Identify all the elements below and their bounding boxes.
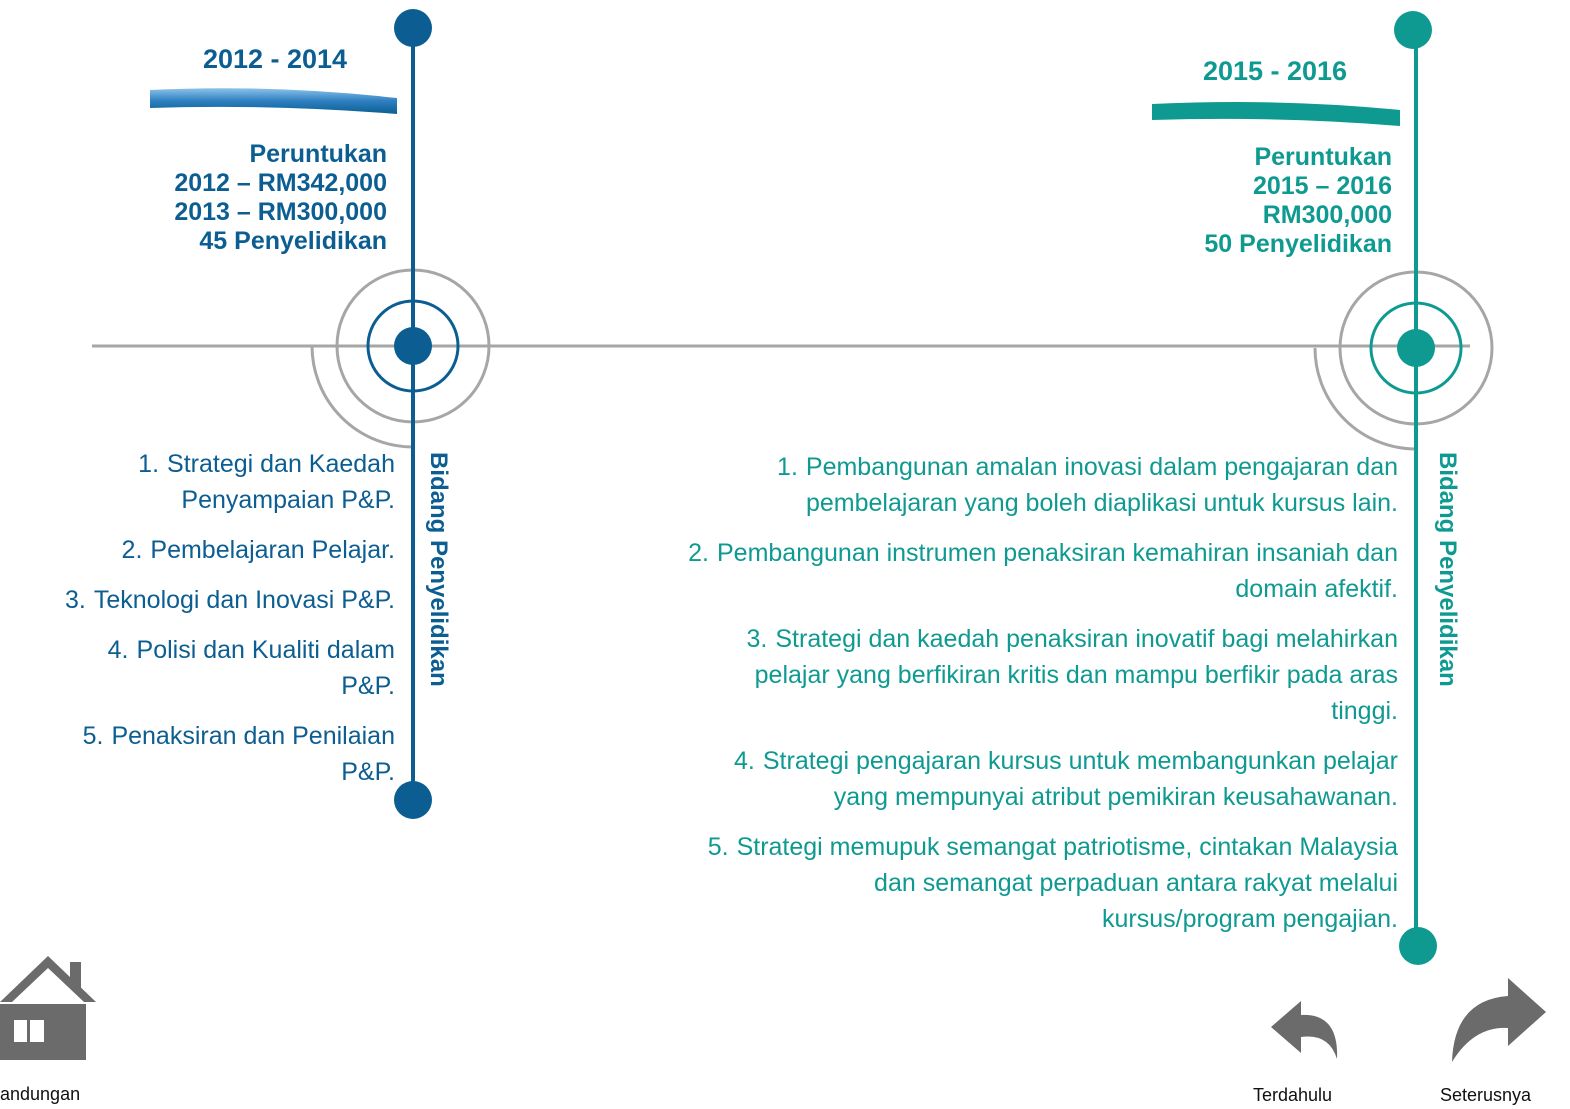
item-number: 1.	[777, 453, 798, 481]
item-text: Polisi dan Kualiti dalam	[136, 636, 395, 664]
item-text: pembelajaran yang boleh diaplikasi untuk…	[805, 489, 1398, 517]
item-text: Strategi memupuk semangat patriotisme, c…	[736, 833, 1398, 861]
home-label: andungan	[0, 1084, 81, 1104]
brush-stroke-2015	[1152, 102, 1400, 126]
item-text: P&P.	[341, 758, 395, 786]
item-text: dan semangat perpaduan antara rakyat mel…	[874, 869, 1398, 897]
list-item: 4.Strategi pengajaran kursus untuk memba…	[540, 743, 1398, 815]
period1-info: Peruntukan 2012 – RM342,000 2013 – RM300…	[60, 140, 387, 256]
period2-info-line: RM300,000	[1262, 201, 1392, 229]
period2-years: 2015 - 2016	[1202, 56, 1348, 86]
list-item: 5.Strategi memupuk semangat patriotisme,…	[540, 829, 1398, 937]
period2-info-line: 2015 – 2016	[1252, 172, 1392, 200]
list-item: 2.Pembelajaran Pelajar.	[0, 532, 395, 568]
period1-info-line: 2013 – RM300,000	[174, 198, 387, 226]
prev-label: Terdahulu	[1253, 1085, 1333, 1105]
item-number: 4.	[734, 747, 755, 775]
item-number: 3.	[746, 625, 768, 653]
item-text: Strategi pengajaran kursus untuk membang…	[762, 747, 1398, 775]
target-2012	[310, 9, 491, 819]
period2-vertical-label: Bidang Penyelidikan	[1434, 452, 1461, 687]
item-text: Pembelajaran Pelajar.	[150, 536, 395, 564]
item-number: 3.	[65, 586, 86, 614]
home-icon	[0, 956, 96, 1060]
item-text: yang mempunyai atribut pemikiran keusaha…	[833, 783, 1398, 811]
list-item: 3.Teknologi dan Inovasi P&P.	[0, 582, 395, 618]
item-text: kursus/program pengajian.	[1102, 905, 1398, 933]
home-button[interactable]: andungan	[0, 952, 110, 1109]
period1-list: 1.Strategi dan Kaedah Penyampaian P&P. 2…	[0, 446, 395, 804]
period1-vertical-label: Bidang Penyelidikan	[425, 452, 452, 687]
item-text: Pembangunan instrumen penaksiran kemahir…	[717, 539, 1398, 567]
next-button[interactable]: Seterusnya	[1432, 972, 1570, 1109]
item-number: 1.	[138, 450, 160, 478]
list-item: 1.Pembangunan amalan inovasi dalam penga…	[540, 449, 1398, 521]
item-number: 5.	[707, 833, 729, 861]
list-item: 5.Penaksiran dan Penilaian P&P.	[0, 718, 395, 790]
period1-info-line: 45 Penyelidikan	[199, 227, 387, 255]
period1-info-line: Peruntukan	[249, 140, 387, 168]
item-text: Penyampaian P&P.	[181, 486, 395, 514]
item-number: 4.	[107, 636, 129, 664]
item-text: Strategi dan kaedah penaksiran inovatif …	[775, 625, 1398, 653]
item-text: Teknologi dan Inovasi P&P.	[93, 586, 395, 614]
list-item: 3.Strategi dan kaedah penaksiran inovati…	[540, 621, 1398, 729]
forward-arrow-icon	[1452, 978, 1546, 1062]
target-2015	[1313, 11, 1494, 965]
next-label: Seterusnya	[1440, 1085, 1532, 1105]
item-number: 5.	[82, 722, 104, 750]
back-arrow-icon	[1271, 1001, 1338, 1059]
item-text: Pembangunan amalan inovasi dalam pengaja…	[805, 453, 1398, 481]
list-item: 1.Strategi dan Kaedah Penyampaian P&P.	[0, 446, 395, 518]
item-text: Strategi dan Kaedah	[167, 450, 395, 478]
item-number: 2.	[688, 539, 709, 567]
period1-years: 2012 - 2014	[202, 44, 348, 74]
item-text: tinggi.	[1331, 697, 1398, 725]
prev-button[interactable]: Terdahulu	[1245, 995, 1375, 1109]
period1-info-line: 2012 – RM342,000	[174, 169, 387, 197]
item-text: pelajar yang berfikiran kritis dan mampu…	[754, 661, 1398, 689]
period2-list: 1.Pembangunan amalan inovasi dalam penga…	[540, 449, 1398, 951]
item-text: P&P.	[341, 672, 395, 700]
item-text: domain afektif.	[1235, 575, 1398, 603]
item-number: 2.	[121, 536, 143, 564]
period2-info-line: Peruntukan	[1254, 143, 1392, 171]
period2-info: Peruntukan 2015 – 2016 RM300,000 50 Peny…	[1060, 143, 1392, 259]
list-item: 2. Pembangunan instrumen penaksiran kemah…	[540, 535, 1398, 607]
list-item: 4.Polisi dan Kualiti dalam P&P.	[0, 632, 395, 704]
item-text: Penaksiran dan Penilaian	[111, 722, 395, 750]
brush-stroke-2012	[150, 88, 397, 114]
period2-info-line: 50 Penyelidikan	[1204, 230, 1392, 258]
